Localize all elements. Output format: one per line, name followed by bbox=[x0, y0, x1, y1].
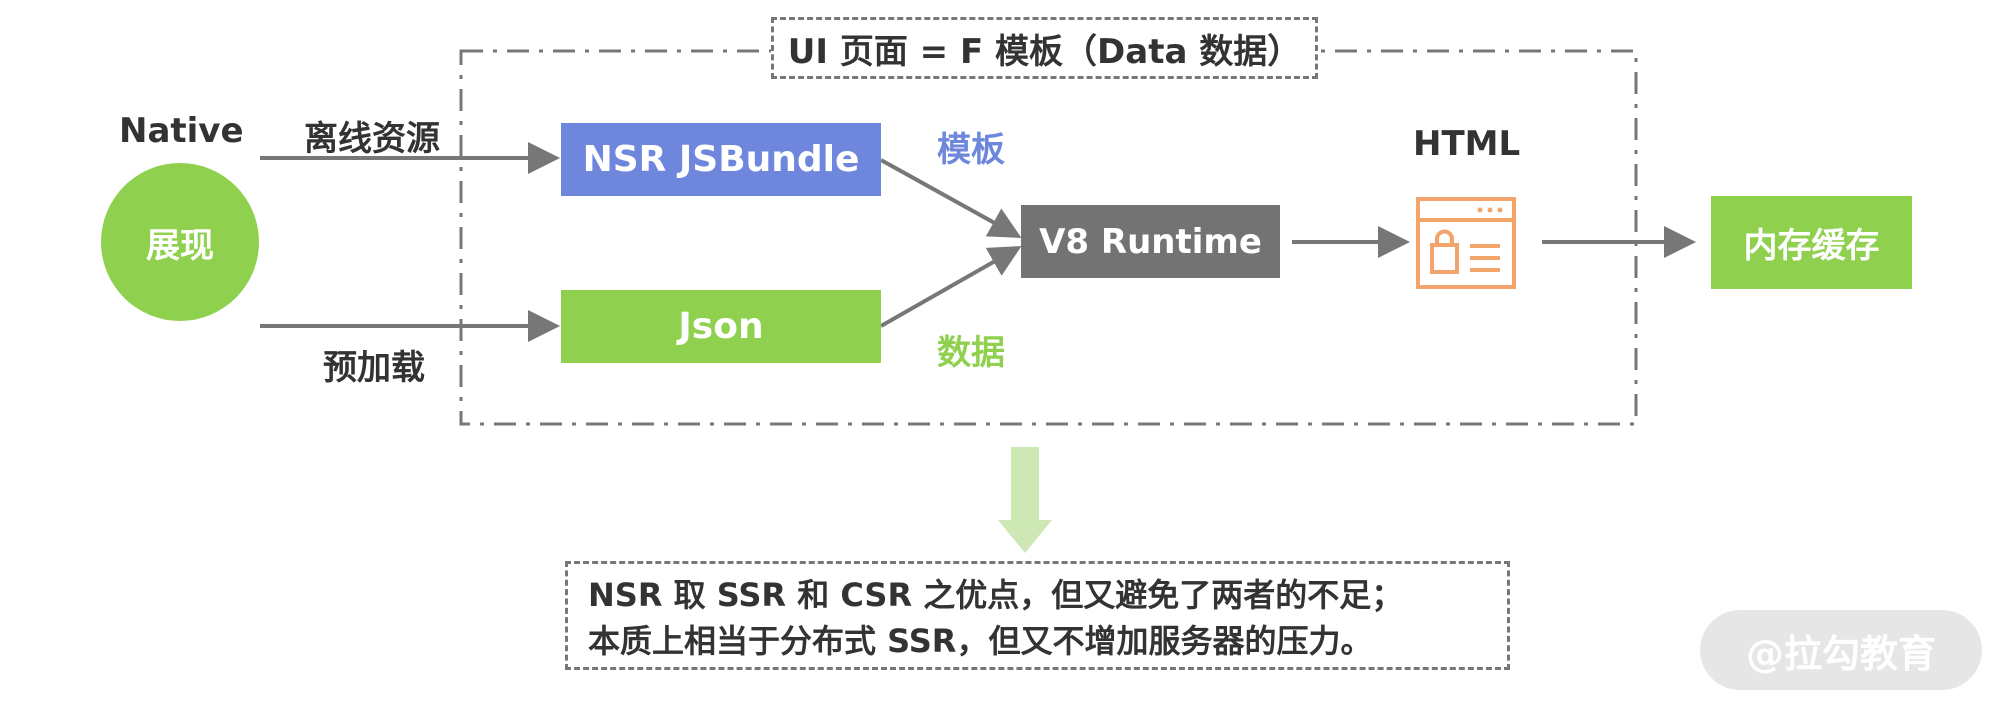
html-label: HTML bbox=[1413, 124, 1521, 164]
native-circle-label: 展现 bbox=[146, 225, 214, 266]
template-label: 模板 bbox=[937, 130, 1005, 170]
summary-note: NSR 取 SSR 和 CSR 之优点，但又避免了两者的不足； 本质上相当于分布… bbox=[565, 561, 1510, 670]
memory-cache-box: 内存缓存 bbox=[1711, 196, 1912, 289]
summary-note-line1: NSR 取 SSR 和 CSR 之优点，但又避免了两者的不足； bbox=[588, 576, 1404, 614]
data-to-runtime-arrow bbox=[880, 246, 1022, 328]
data-label: 数据 bbox=[937, 333, 1005, 373]
native-label: Native bbox=[119, 111, 244, 151]
watermark-badge: @拉勾教育 bbox=[1700, 610, 1982, 690]
result-down-arrow bbox=[998, 447, 1052, 553]
browser-lock-icon bbox=[1416, 197, 1516, 289]
preload-label: 预加载 bbox=[323, 348, 425, 388]
frame-title: UI 页面 = F 模板（Data 数据） bbox=[771, 17, 1318, 79]
nsr-jsbundle-box: NSR JSBundle bbox=[561, 123, 881, 196]
json-box: Json bbox=[561, 290, 881, 363]
native-circle bbox=[101, 163, 259, 321]
summary-note-line2: 本质上相当于分布式 SSR，但又不增加服务器的压力。 bbox=[588, 622, 1373, 660]
v8-runtime-box: V8 Runtime bbox=[1021, 205, 1280, 278]
template-to-runtime-arrow bbox=[880, 158, 1022, 238]
offline-resource-label: 离线资源 bbox=[304, 119, 440, 159]
